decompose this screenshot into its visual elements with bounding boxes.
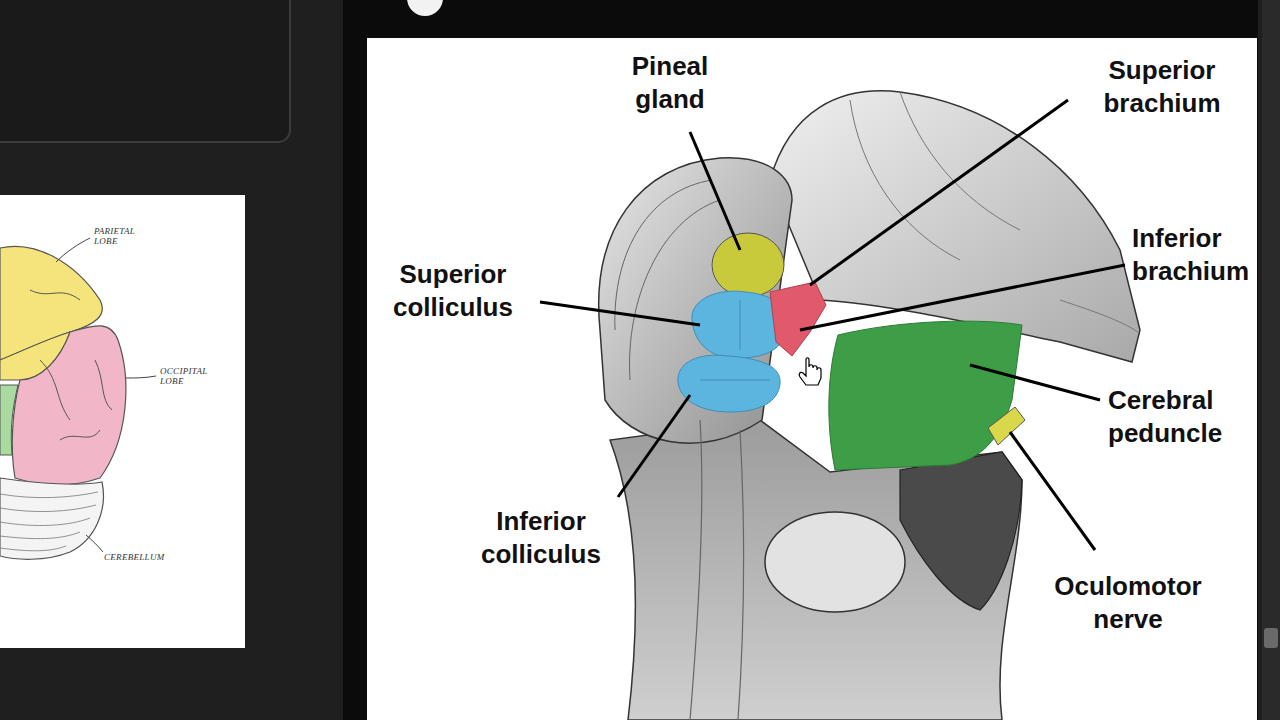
- leader-line: [690, 132, 740, 250]
- part-label: Superior brachium: [1078, 54, 1246, 120]
- scrollbar-track: [1262, 0, 1280, 720]
- cerebellar-peduncle: [765, 512, 905, 612]
- brachium: [770, 282, 826, 356]
- part-label-box: Superior colliculus: [372, 258, 534, 324]
- stem-lines: [690, 420, 744, 720]
- part-label-box: Inferior brachium: [1132, 222, 1254, 288]
- gyri-lines: [30, 290, 112, 440]
- pineal-gland: [712, 233, 784, 297]
- pulvinar: [599, 158, 792, 443]
- hatching: [615, 180, 720, 380]
- part-label-box: Oculomotor nerve: [1030, 570, 1226, 636]
- leader-line: [800, 265, 1125, 330]
- cerebellum-folia: [0, 492, 98, 551]
- cerebral-peduncle: [829, 321, 1022, 470]
- leader-line: [86, 535, 103, 552]
- cerebellum: [0, 478, 103, 559]
- colliculus-grooves: [700, 300, 770, 380]
- lobe-label: PARIETAL LOBE: [94, 226, 146, 246]
- lobe-label: CEREBELLUM: [104, 552, 174, 562]
- oculomotor-nerve: [988, 407, 1025, 445]
- occipital-lobe: [12, 326, 126, 485]
- card-outline: [0, 0, 290, 142]
- part-label: Inferior colliculus: [462, 505, 620, 571]
- leader-line: [126, 376, 156, 378]
- part-label: Cerebral peduncle: [1108, 384, 1254, 450]
- temporal-lobe: [0, 385, 18, 455]
- thumbnail-panel: [0, 195, 245, 648]
- inferior-colliculus: [678, 355, 780, 412]
- part-label: Pineal gland: [615, 50, 725, 116]
- hatching: [850, 92, 1138, 332]
- leader-line: [1010, 432, 1095, 550]
- lobe-label-box: PARIETAL LOBE: [94, 226, 146, 246]
- leader-line: [970, 365, 1100, 400]
- figure-panel: [367, 38, 1257, 720]
- leader-line: [810, 100, 1068, 285]
- hand-cursor: [799, 358, 821, 385]
- lobe-label-box: CEREBELLUM: [104, 552, 174, 562]
- lobe-label-box: OCCIPITAL LOBE: [160, 366, 220, 386]
- scrollbar-thumb: [1264, 628, 1278, 648]
- leader-line: [56, 238, 90, 262]
- part-label: Superior colliculus: [372, 258, 534, 324]
- part-label-box: Pineal gland: [615, 50, 725, 116]
- lobe-label: OCCIPITAL LOBE: [160, 366, 220, 386]
- brainstem: [610, 420, 1022, 720]
- part-label-box: Superior brachium: [1078, 54, 1246, 120]
- part-label-box: Cerebral peduncle: [1108, 384, 1254, 450]
- part-label-box: Inferior colliculus: [462, 505, 620, 571]
- image-frame: [343, 0, 1258, 720]
- leader-line: [618, 395, 690, 497]
- leader-line: [540, 302, 700, 325]
- part-label: Inferior brachium: [1132, 222, 1254, 288]
- leader-lines: [540, 100, 1125, 550]
- avatar-circle: [407, 0, 443, 16]
- pons-shadow: [900, 452, 1022, 610]
- part-label: Oculomotor nerve: [1030, 570, 1226, 636]
